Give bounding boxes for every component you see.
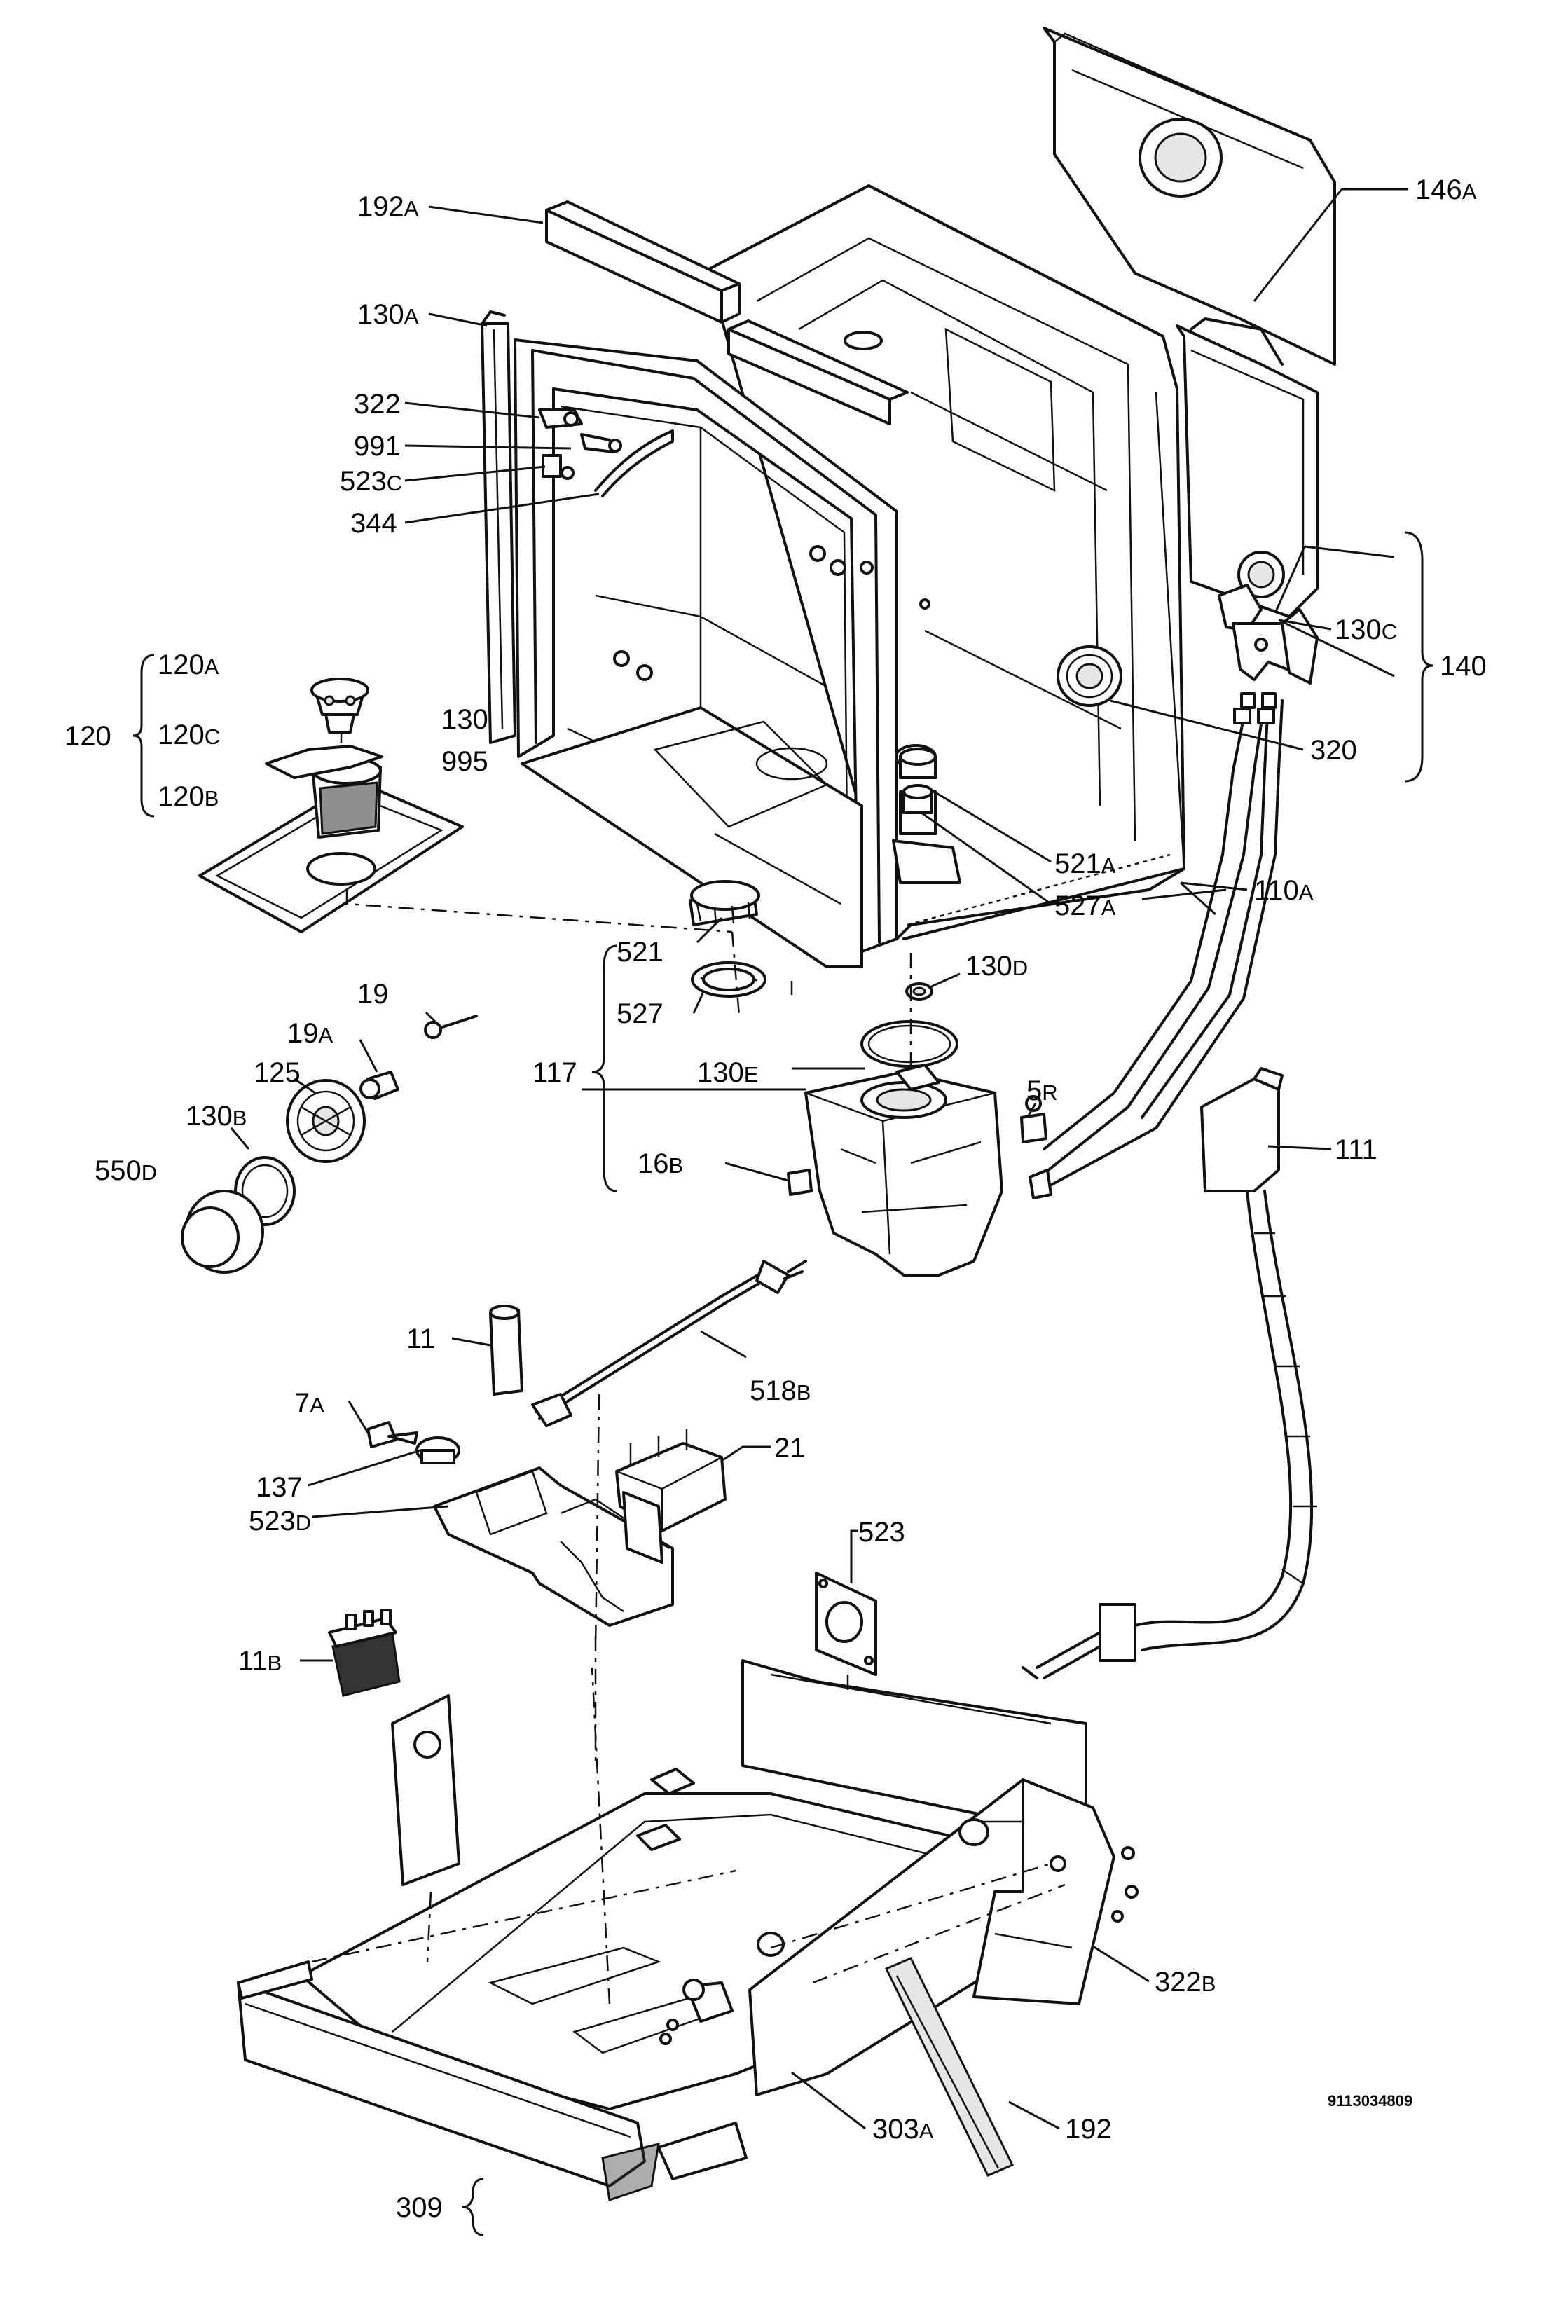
diagram-id: 9113034809 [1328,2092,1412,2110]
hinge-parts [538,408,674,497]
label-120b: 120B [158,781,219,812]
label-521: 521 [617,937,663,968]
label-19a: 19A [287,1018,333,1049]
label-523c: 523C [340,466,402,497]
label-523: 523 [858,1517,905,1548]
label-137: 137 [256,1472,303,1503]
label-19: 19 [357,979,389,1010]
label-146a: 146A [1415,174,1477,205]
rear-panel-146a [1043,27,1336,366]
label-120a: 120A [158,649,219,680]
label-995: 995 [441,746,488,777]
inlet-hose-111 [1022,1067,1317,1679]
heater-seal-320 [1057,645,1122,707]
plate-523 [815,1572,877,1676]
side-panel-140 [1029,317,1319,1199]
label-11: 11 [406,1323,436,1354]
seal-ring-130e [860,1020,958,1068]
door-seal-130a [481,310,516,744]
plinth-309 [237,1869,748,2201]
salt-cap-521a-527a [899,748,937,814]
label-117: 117 [532,1057,577,1088]
label-130d: 130D [965,951,1028,982]
label-322: 322 [354,389,401,420]
leader-lines [230,188,1408,2130]
label-130b: 130B [186,1101,247,1132]
salt-cap-521-ring-527 [689,880,766,998]
label-130a: 130A [357,299,419,330]
part-labels: 192A 146A 130A 322 991 523C 344 130C 140… [64,174,1487,2223]
label-11b: 11B [238,1646,282,1677]
base-frame-303a [300,1659,1139,2110]
label-130e: 130E [697,1057,758,1088]
label-322b: 322B [1155,1967,1216,1998]
insulation-block-192a [545,200,909,425]
label-523d: 523D [249,1506,311,1536]
electrical-parts [328,1260,807,1697]
label-7a: 7A [294,1388,324,1419]
label-130c: 130C [1335,614,1397,645]
label-130: 130 [441,704,488,735]
knob-parts [181,1015,478,1274]
label-518b: 518B [750,1375,811,1406]
label-527: 527 [617,998,663,1029]
filter-assembly-120 [198,678,464,933]
label-303a: 303A [872,2114,934,2145]
sump-pump-117 [787,953,1047,1277]
label-521a: 521A [1054,848,1116,879]
label-192a: 192A [357,191,419,222]
label-110a: 110A [1254,875,1314,906]
label-16b: 16B [638,1148,683,1179]
braces [132,531,1433,2236]
label-5r: 5R [1026,1075,1058,1106]
label-120: 120 [64,721,111,752]
label-192: 192 [1065,2114,1112,2145]
label-21: 21 [774,1433,806,1464]
label-991: 991 [354,431,401,462]
foam-strip-192 [884,1957,1015,2177]
grommet-130d [905,982,933,1001]
label-111: 111 [1335,1134,1377,1165]
label-550d: 550D [95,1155,157,1186]
label-120c: 120C [158,720,220,750]
label-309: 309 [396,2192,443,2223]
label-344: 344 [350,508,397,539]
assembly-guides [345,890,849,2005]
label-527a: 527A [1054,891,1116,921]
label-320: 320 [1310,735,1357,766]
label-140: 140 [1440,651,1487,682]
label-125: 125 [254,1057,301,1088]
